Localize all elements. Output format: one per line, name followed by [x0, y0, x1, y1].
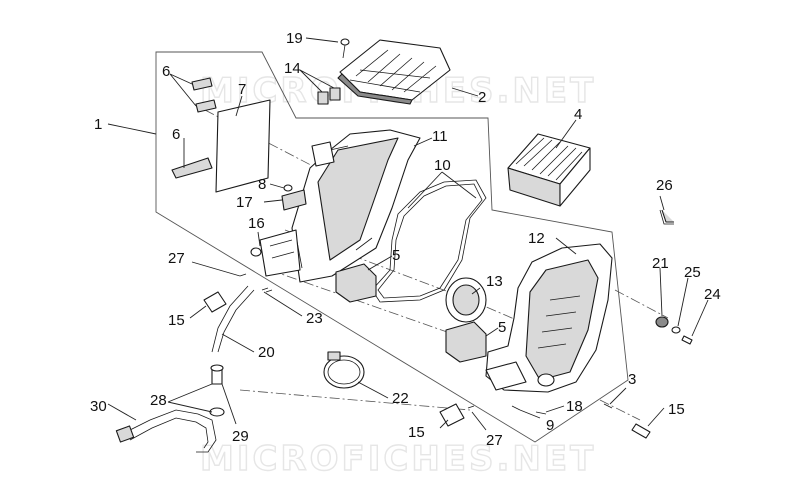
callout-15: 15	[408, 424, 425, 441]
assembly-axis-line	[599, 399, 641, 421]
callout-4: 4	[574, 106, 582, 123]
pin-part	[239, 273, 613, 415]
clip-part	[317, 87, 341, 105]
callout-3: 3	[628, 371, 636, 388]
callout-7: 7	[238, 81, 246, 98]
callout-18: 18	[566, 398, 583, 415]
callout-12: 12	[528, 230, 545, 247]
callout-6: 6	[172, 126, 180, 143]
gasket-part	[371, 179, 487, 303]
leader-lines	[107, 37, 709, 431]
callout-30: 30	[90, 398, 107, 415]
callout-28: 28	[150, 392, 167, 409]
callout-2: 2	[478, 89, 486, 106]
ring-seal-part	[445, 277, 487, 323]
callout-26: 26	[656, 177, 673, 194]
airbox-lower-part	[259, 129, 421, 283]
drain-hose-part	[211, 285, 255, 353]
callout-24: 24	[704, 286, 721, 303]
assembly-axis-line	[614, 289, 669, 319]
callout-25: 25	[684, 264, 701, 281]
callout-16: 16	[248, 215, 265, 232]
callout-22: 22	[392, 390, 409, 407]
callout-17: 17	[236, 194, 253, 211]
cap-part	[203, 291, 651, 439]
screw-part	[340, 38, 350, 59]
watermark-bottom: MICROFICHES.NET	[200, 439, 596, 479]
callout-15: 15	[668, 401, 685, 418]
callout-23: 23	[306, 310, 323, 327]
callout-9: 9	[546, 417, 554, 434]
callout-labels: 1 2 3 4 5 5 6 6 7 8 9 10 11 12 13 14 15 …	[90, 30, 721, 449]
callout-27: 27	[486, 432, 503, 449]
pad-part	[171, 77, 217, 179]
assembly-frame	[155, 51, 629, 443]
air-filter-part	[507, 133, 591, 207]
callout-6: 6	[162, 63, 170, 80]
callout-13: 13	[486, 273, 503, 290]
callout-15: 15	[168, 312, 185, 329]
assembly-axis-line	[269, 269, 471, 341]
callout-5: 5	[392, 247, 400, 264]
fitting-part	[250, 184, 307, 257]
filter-sheet-part	[215, 99, 271, 193]
callout-29: 29	[232, 428, 249, 445]
callout-10: 10	[434, 157, 451, 174]
callout-5: 5	[498, 319, 506, 336]
hose-clamp-part	[323, 351, 365, 389]
callout-11: 11	[432, 128, 448, 145]
callout-20: 20	[258, 344, 275, 361]
foam-block-part	[335, 263, 487, 363]
grommet-part	[655, 316, 693, 345]
callout-19: 19	[286, 30, 303, 47]
callout-27: 27	[168, 250, 185, 267]
callout-1: 1	[94, 116, 102, 133]
airbox-cover-part	[337, 39, 451, 105]
assembly-axis-line	[239, 389, 471, 411]
callout-21: 21	[652, 255, 669, 272]
callout-14: 14	[284, 60, 301, 77]
airbox-upper-part	[485, 243, 613, 393]
breather-tube-part	[115, 364, 225, 453]
callout-8: 8	[258, 176, 266, 193]
bracket-part	[659, 209, 674, 225]
